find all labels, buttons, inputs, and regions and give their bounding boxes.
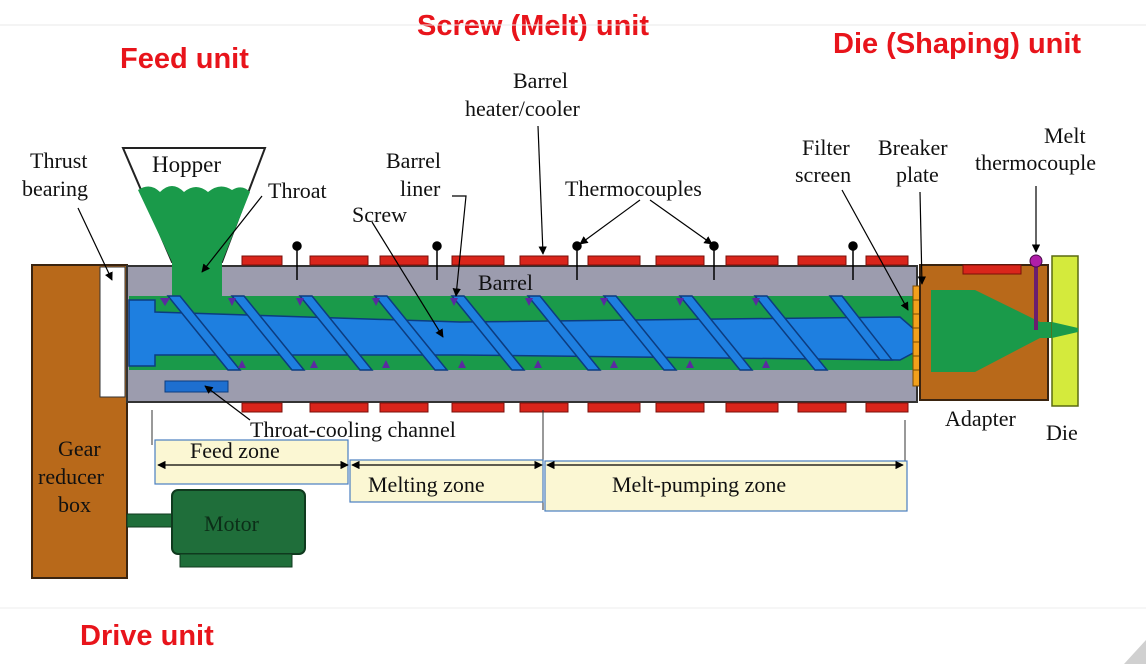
melt-thermocouple-label-1: Melt (1044, 123, 1086, 148)
feed-zone-label: Feed zone (190, 438, 280, 463)
filter-screen-leader (841, 189, 909, 311)
throat-label: Throat (268, 178, 327, 203)
adapter-label: Adapter (945, 406, 1017, 431)
adapter-heater (962, 264, 1022, 275)
die-unit-title: Die (Shaping) unit (833, 28, 1082, 60)
barrel-heater-label-1: Barrel (513, 68, 568, 93)
barrel-liner-label-1: Barrel (386, 148, 441, 173)
flight-wear-marks (160, 298, 770, 368)
hopper-label: Hopper (152, 152, 221, 177)
barrel-thermocouples (292, 241, 858, 280)
gear-label-2: reducer (38, 464, 105, 489)
melt-pumping-zone-box (544, 460, 908, 512)
motor-base (179, 553, 293, 568)
die-orifice (1052, 322, 1078, 338)
screw-flights (166, 295, 894, 371)
motor-label: Motor (204, 511, 260, 536)
hopper-throat (172, 262, 222, 298)
screw-label: Screw (352, 202, 407, 227)
thrust-bearing-label-1: Thrust (30, 148, 87, 173)
adapter-melt-channel (931, 290, 1062, 372)
breaker-plate-label-2: plate (896, 162, 939, 187)
throat-leader (201, 195, 263, 273)
breaker-plate-leader (917, 191, 927, 285)
thermocouples-leader-left (579, 199, 641, 245)
thermocouples-leader-right (649, 199, 713, 245)
feed-unit-title: Feed unit (120, 43, 249, 75)
drive-unit-title: Drive unit (80, 620, 214, 652)
filter-screen-label-2: screen (795, 162, 851, 187)
thrust-bearing-label-2: bearing (22, 176, 88, 201)
gear-label-1: Gear (58, 436, 101, 461)
thermocouples-label: Thermocouples (565, 176, 702, 201)
thrust-bearing (99, 266, 126, 398)
barrel-liner-leader (452, 195, 467, 297)
throat-cooling-leader (204, 385, 251, 421)
page-corner (1124, 640, 1146, 664)
barrel-label: Barrel (478, 270, 533, 295)
filter-screen-label-1: Filter (802, 135, 850, 160)
breaker-plate-label-1: Breaker (878, 135, 948, 160)
screw-unit-title: Screw (Melt) unit (417, 10, 650, 42)
screw-leader (371, 221, 444, 338)
die-label: Die (1046, 420, 1078, 445)
heater-bands-top (241, 255, 909, 266)
motor-shaft (126, 513, 176, 528)
barrel-heater-label-2: heater/cooler (465, 96, 580, 121)
melt-thermocouple-label-2: thermocouple (975, 150, 1096, 175)
barrel-liner-label-2: liner (400, 176, 441, 201)
throat-cooling-channel (164, 380, 229, 393)
melt-thermocouple-head (1029, 254, 1043, 268)
melting-zone-label: Melting zone (368, 472, 485, 497)
melt-pumping-zone-label: Melt-pumping zone (612, 472, 786, 497)
throat-cooling-label: Throat-cooling channel (250, 417, 456, 442)
gear-label-3: box (58, 492, 91, 517)
hopper-granules (138, 186, 250, 262)
heater-bands-bottom (241, 402, 909, 413)
thrust-bearing-leader (77, 207, 113, 281)
barrel-heater-leader (537, 125, 547, 255)
